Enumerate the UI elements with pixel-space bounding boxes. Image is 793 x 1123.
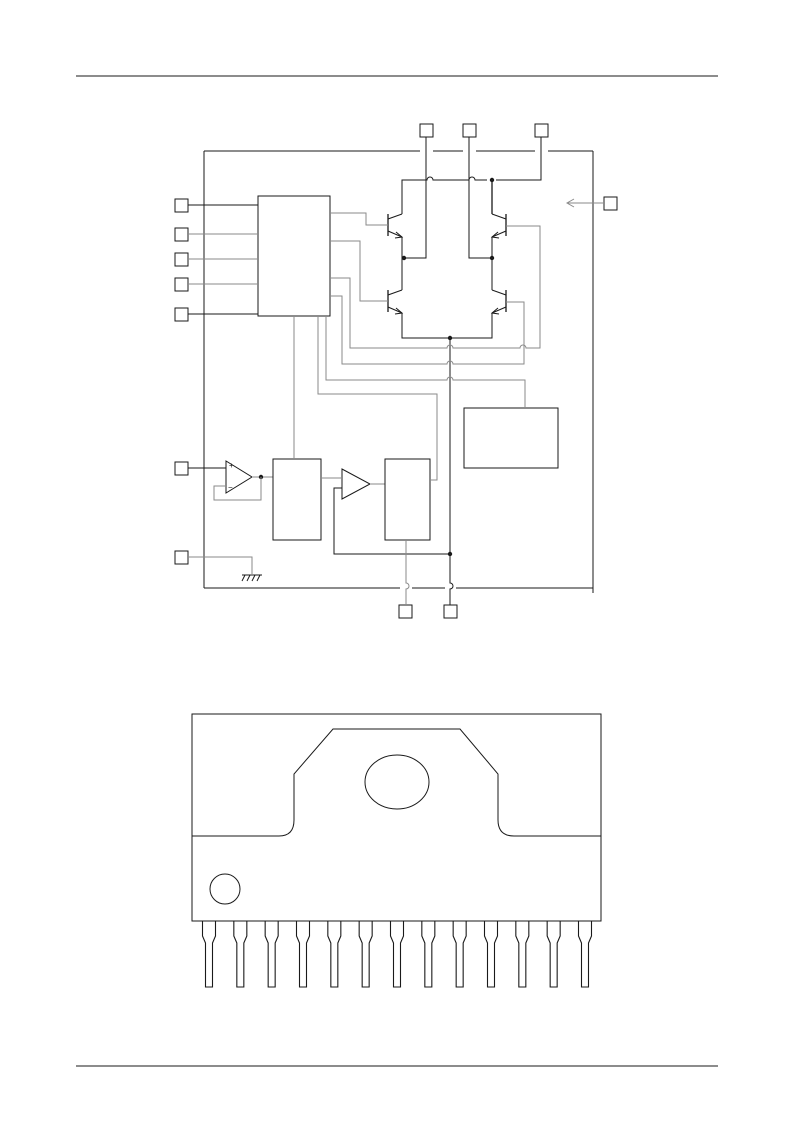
middle-block <box>272 458 322 541</box>
package-body <box>191 713 602 922</box>
mounting-hole <box>364 754 430 810</box>
pin-top-1 <box>419 123 434 138</box>
package-lead-2 <box>233 920 248 988</box>
package-lead-6 <box>358 920 373 988</box>
pin-left-5 <box>174 307 189 322</box>
package-lead-11 <box>515 920 530 988</box>
pin-left-4 <box>174 277 189 292</box>
package-lead-13 <box>577 920 593 988</box>
pin-right <box>603 196 618 211</box>
driver-block <box>384 458 431 541</box>
logic-block <box>257 195 331 317</box>
pin-left-6 <box>174 461 189 476</box>
protection-block <box>463 407 559 469</box>
pin-left-2 <box>174 227 189 242</box>
comparator <box>341 468 372 500</box>
package-lead-8 <box>421 920 436 988</box>
package-lead-4 <box>295 920 311 988</box>
pin-top-2 <box>462 123 477 138</box>
package-outline <box>191 713 602 988</box>
pin-right-arrowhead <box>565 198 575 208</box>
opamp-minus: − <box>228 483 233 492</box>
chip-outline <box>203 150 594 593</box>
package-lead-12 <box>546 920 561 988</box>
package-lead-7 <box>389 920 405 988</box>
pin-left-7 <box>174 550 189 565</box>
heat-tab <box>192 728 601 837</box>
package-leads <box>201 920 593 988</box>
pin-left-1 <box>174 198 189 213</box>
package-lead-9 <box>452 920 467 988</box>
pin-left-3 <box>174 252 189 267</box>
opamp: + − <box>225 460 253 494</box>
package-lead-3 <box>264 920 279 988</box>
pin-top-3 <box>534 123 549 138</box>
pin-bottom-2 <box>443 604 458 619</box>
package-lead-10 <box>483 920 499 988</box>
h-bridge <box>387 137 542 341</box>
package-lead-5 <box>327 920 342 988</box>
pin1-marker <box>209 873 241 905</box>
package-lead-1 <box>201 920 217 988</box>
opamp-plus: + <box>229 461 234 470</box>
block-diagram: + − <box>174 123 618 619</box>
pin-bottom-1 <box>398 604 413 619</box>
